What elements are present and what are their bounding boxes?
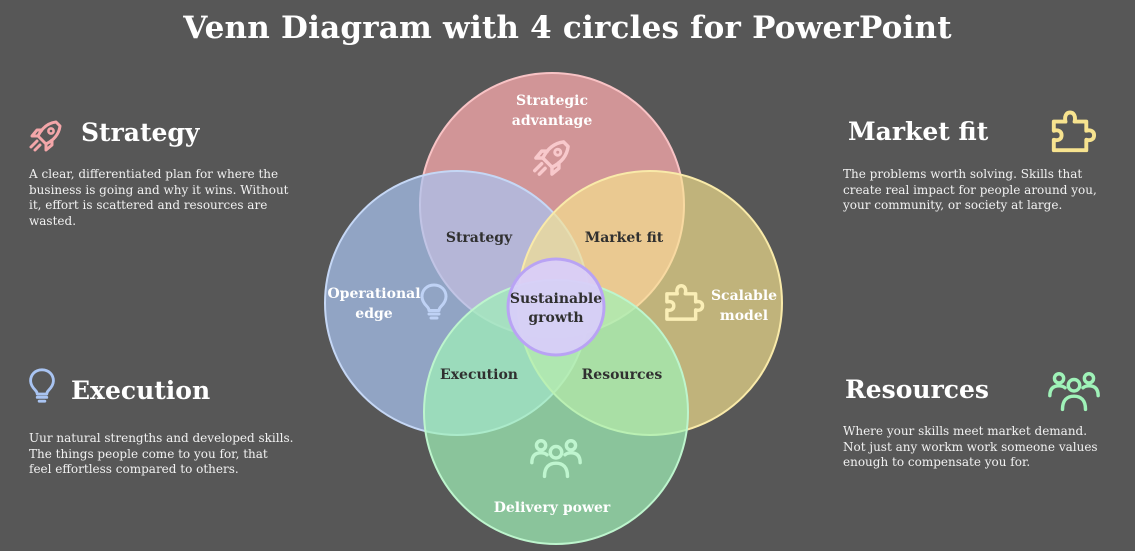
label-scalable-model-2: model [720,308,768,324]
execution-heading: Execution [71,376,211,405]
center-label-1: Sustainable [510,291,602,307]
market-fit-description: The problems worth solving. Skills that … [843,167,1097,212]
center-label-2: growth [528,310,583,326]
label-delivery-power: Delivery power [494,500,611,516]
execution-lightbulb-icon [29,368,55,403]
overlap-resources: Resources [582,367,663,383]
center-circle [506,257,606,357]
market-fit-heading: Market fit [848,117,989,146]
resources-description: Where your skills meet market demand. No… [843,424,1098,469]
market-fit-puzzle-icon [1051,110,1097,153]
label-operational-edge-2: edge [355,306,392,322]
strategy-rocket-icon [29,120,62,152]
strategy-description: A clear, differentiated plan for where t… [29,167,289,228]
overlap-strategy: Strategy [446,230,513,246]
strategy-heading: Strategy [81,118,200,147]
overlap-execution: Execution [440,367,518,383]
resources-heading: Resources [845,375,989,404]
page-title: Venn Diagram with 4 circles for PowerPoi… [183,10,952,46]
execution-description: Uur natural strengths and developed skil… [29,431,294,476]
label-scalable-model-1: Scalable [711,288,777,304]
overlap-market-fit: Market fit [585,230,664,246]
label-strategic-advantage-2: advantage [512,113,593,129]
label-strategic-advantage-1: Strategic [516,93,588,109]
resources-people-icon [1048,372,1100,412]
label-operational-edge-1: Operational [327,286,420,302]
